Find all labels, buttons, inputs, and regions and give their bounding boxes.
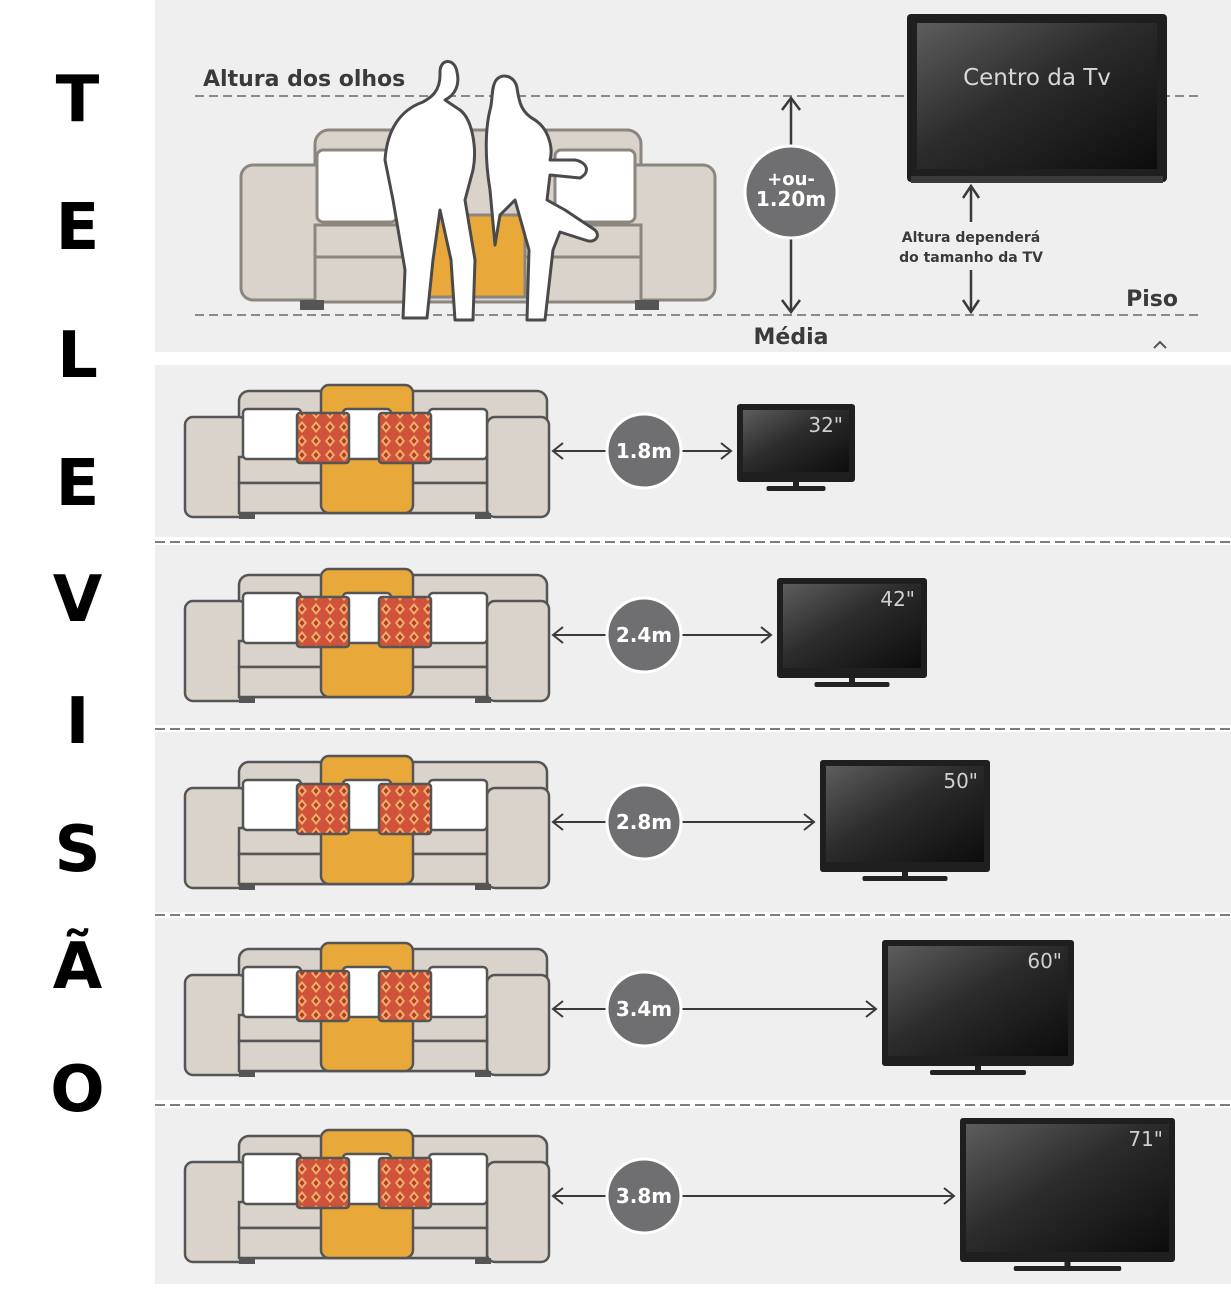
distance-label: 2.4m bbox=[616, 623, 672, 647]
sofa bbox=[183, 941, 551, 1077]
tv-height-note-line2: do tamanho da TV bbox=[899, 250, 1043, 266]
arrow-right-icon bbox=[803, 813, 816, 831]
tv-size-label: 60" bbox=[1027, 949, 1062, 973]
arrow-left-icon bbox=[551, 813, 564, 831]
distance-badge bbox=[605, 1157, 683, 1235]
accent-pillow bbox=[295, 1156, 351, 1210]
tv: 60" bbox=[882, 940, 1074, 1075]
chevron-up-icon bbox=[1153, 340, 1167, 349]
tv-center-label: Centro da Tv bbox=[963, 65, 1111, 91]
size-row: 1.8m 32" bbox=[183, 383, 855, 519]
distance-badge bbox=[605, 412, 683, 490]
title-letter: E bbox=[55, 191, 100, 265]
floor-label: Piso bbox=[1126, 287, 1178, 312]
arrow-right-icon bbox=[865, 1000, 878, 1018]
tv-size-label: 42" bbox=[880, 587, 915, 611]
tv: 42" bbox=[777, 578, 927, 687]
accent-pillow bbox=[295, 782, 351, 836]
arrow-right-icon bbox=[760, 626, 773, 644]
arrow-left-icon bbox=[551, 1187, 564, 1205]
sofa bbox=[183, 383, 551, 519]
title-letter: O bbox=[50, 1053, 105, 1127]
sofa bbox=[183, 754, 551, 890]
tv: 50" bbox=[820, 760, 990, 881]
eye-height-indicator: +ou- 1.20m bbox=[743, 95, 839, 315]
height-badge-line1: +ou- bbox=[767, 169, 815, 190]
tv-height-note-line1: Altura dependerá bbox=[902, 230, 1040, 246]
arrow-left-icon bbox=[551, 626, 564, 644]
eye-level-label: Altura dos olhos bbox=[203, 67, 405, 92]
tv-size-label: 71" bbox=[1128, 1127, 1163, 1151]
arrow-right-icon bbox=[943, 1187, 956, 1205]
vertical-title: T E L E V I S Ã O bbox=[0, 0, 155, 1292]
accent-pillow bbox=[295, 411, 351, 465]
size-row: 3.4m 60" bbox=[183, 940, 1074, 1077]
sofa bbox=[183, 567, 551, 703]
distance-label: 3.4m bbox=[616, 997, 672, 1021]
accent-pillow bbox=[377, 595, 433, 649]
size-row: 3.8m 71" bbox=[183, 1118, 1175, 1271]
arrow-right-icon bbox=[720, 442, 733, 460]
accent-pillow bbox=[377, 1156, 433, 1210]
average-label: Média bbox=[754, 325, 829, 350]
accent-pillow bbox=[377, 411, 433, 465]
tv-size-label: 50" bbox=[943, 769, 978, 793]
distance-badge bbox=[605, 970, 683, 1048]
height-badge-line2: 1.20m bbox=[756, 187, 826, 211]
arrow-left-icon bbox=[551, 442, 564, 460]
accent-pillow bbox=[295, 969, 351, 1023]
tv: 71" bbox=[960, 1118, 1175, 1271]
distance-label: 1.8m bbox=[616, 439, 672, 463]
title-letter: I bbox=[65, 685, 90, 759]
header-tv: Centro da Tv bbox=[907, 14, 1167, 183]
tv-size-label: 32" bbox=[808, 413, 843, 437]
title-letter: L bbox=[57, 319, 98, 393]
tv-height-indicator: Altura dependerá do tamanho da TV bbox=[883, 183, 1059, 315]
title-letter: E bbox=[55, 447, 100, 521]
size-row: 2.8m 50" bbox=[183, 754, 990, 890]
accent-pillow bbox=[377, 969, 433, 1023]
diagram-stage: Altura dos olhos bbox=[155, 0, 1231, 1292]
title-letter: V bbox=[52, 563, 103, 637]
header-diagram: Altura dos olhos bbox=[195, 14, 1201, 350]
tv: 32" bbox=[737, 404, 855, 491]
accent-pillow bbox=[295, 595, 351, 649]
distance-badge bbox=[605, 783, 683, 861]
distance-label: 3.8m bbox=[616, 1184, 672, 1208]
size-row: 2.4m 42" bbox=[183, 567, 927, 703]
title-letter: Ã bbox=[52, 930, 103, 1004]
title-letter: T bbox=[55, 63, 100, 137]
viewing-distance-diagram: Altura dos olhos bbox=[155, 0, 1231, 1284]
people-silhouette bbox=[383, 60, 599, 322]
accent-pillow bbox=[377, 782, 433, 836]
distance-label: 2.8m bbox=[616, 810, 672, 834]
distance-badge bbox=[605, 596, 683, 674]
arrow-left-icon bbox=[551, 1000, 564, 1018]
title-letter: S bbox=[54, 813, 101, 887]
sofa bbox=[183, 1128, 551, 1264]
